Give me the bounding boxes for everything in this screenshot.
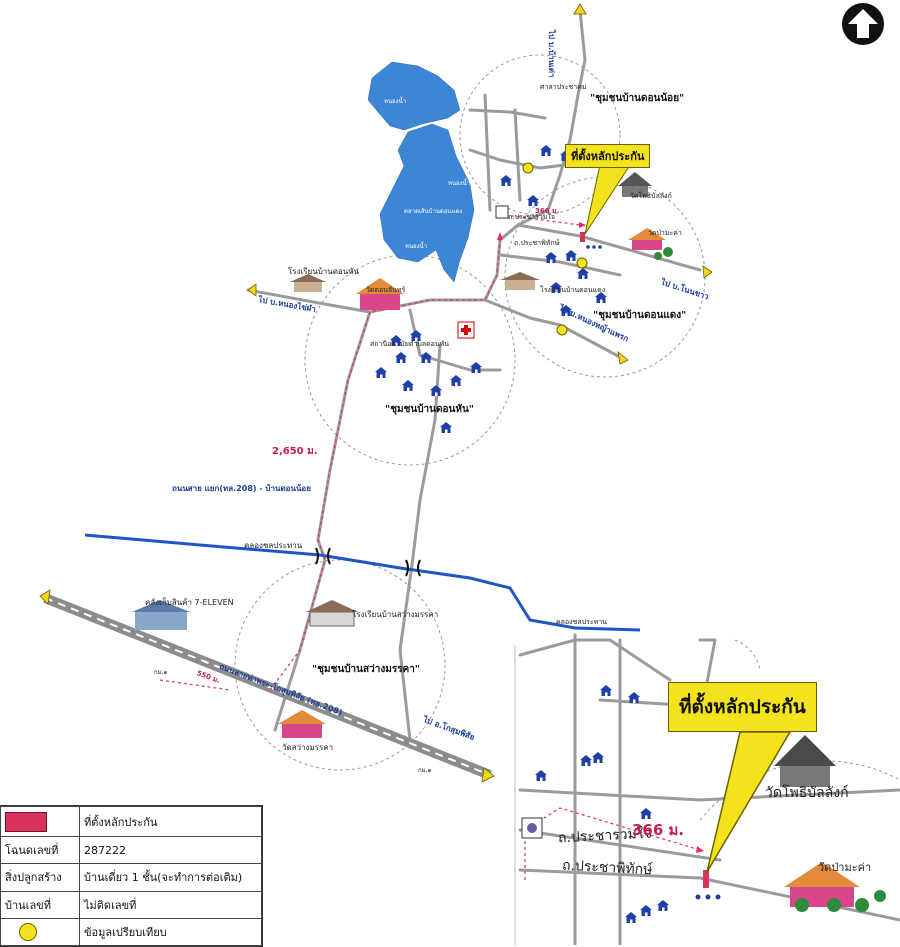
temple-icon	[278, 710, 326, 738]
collateral-callout-large: ที่ตั้งหลักประกัน	[668, 682, 817, 732]
label-wat-pho: วัดโพธิบัลลังก์	[630, 192, 672, 200]
legend-value-comparison: ข้อมูลเปรียบเทียบ	[79, 917, 262, 947]
tree-icons	[654, 247, 886, 912]
canal-label-2: คลองชลประทาน	[556, 618, 607, 626]
school-icon	[500, 272, 540, 290]
label-market: ตลาดเส้นบ้านดอนแดง	[404, 208, 463, 215]
community-don-han: "ชุมชนบ้านดอนหัน"	[385, 404, 474, 415]
comparison-markers	[522, 162, 588, 336]
legend-key-house-no: บ้านเลขที่	[0, 890, 80, 919]
label-wat-sawang: วัดสว่างมรรคา	[282, 743, 334, 752]
canal-label-1: คลองชลประทาน	[244, 541, 303, 550]
community-don-noi: "ชุมชนบ้านดอนน้อย"	[590, 93, 685, 104]
community-sawang-mak: "ชุมชนบ้านสว่างมรรคา"	[312, 664, 421, 675]
highway-208	[43, 593, 492, 780]
label-school-don-daeng: โรงเรียนบ้านดอนแดง	[540, 286, 606, 294]
legend-row-house-no: บ้านเลขที่ ไม่ติดเลขที่	[0, 890, 262, 919]
building-icons	[132, 172, 886, 912]
callout-pointer-large	[706, 731, 792, 873]
label-health-station: สถานีอนามัยตำบลดอนหัน	[370, 340, 450, 348]
legend-key-deed: โฉนดเลขที่	[0, 836, 80, 865]
dots	[586, 245, 721, 900]
roads	[246, 8, 900, 945]
label-school-sawang: โรงเรียนบ้านสว่างมรรคา	[352, 610, 439, 619]
legend-value-deed: 287222	[79, 836, 262, 865]
label-warehouse: คลังเก็บสินค้า 7-ELEVEN	[145, 598, 234, 607]
legend-row-collateral: ที่ตั้งหลักประกัน	[0, 805, 262, 838]
comparison-swatch	[19, 922, 37, 941]
label-km-right: กม.๑	[418, 767, 432, 774]
legend: ที่ตั้งหลักประกัน โฉนดเลขที่ 287222 สิ่ง…	[0, 805, 263, 947]
legend-row-comparison: ข้อมูลเปรียบเทียบ	[0, 917, 262, 947]
legend-value-building: บ้านเดี่ยว 1 ชั้น(จะทำการต่อเติม)	[79, 863, 262, 892]
bridges	[315, 547, 421, 577]
distance-366-small: 366 ม.	[535, 207, 560, 215]
collateral-marker	[580, 232, 709, 888]
community-don-daeng: "ชุมชนบ้านดอนแดง"	[593, 310, 687, 321]
warehouse-icon	[132, 600, 190, 630]
legend-key-building: สิ่งปลูกสร้าง	[0, 863, 80, 892]
road-prachaphithak-large: ถ.ประชาพิทักษ์	[561, 857, 653, 879]
road-to-ban-tao: ไป บ.บ้านเต่า	[547, 30, 556, 78]
label-pond-2: หนองน้ำ	[448, 180, 471, 187]
hall-icon	[495, 205, 543, 839]
label-sala: ศาลาประชาคม	[540, 83, 587, 91]
pond-water	[367, 61, 475, 283]
collateral-callout-small: ที่ตั้งหลักประกัน	[565, 144, 651, 168]
temple-icon	[618, 172, 652, 197]
collateral-swatch	[5, 811, 47, 832]
road-pracharom-small: ถ.ประชารวมใจ	[508, 213, 555, 221]
legend-row-deed: โฉนดเลขที่ 287222	[0, 836, 262, 865]
label-km-left: กม.๑	[154, 669, 168, 676]
temple-icon	[628, 228, 666, 250]
road-branch: ถนนสาย แยก(ทล.208) - บ้านดอนน้อย	[172, 484, 311, 493]
label-wat-pa-makha: วัดป่ามะค่า	[648, 229, 682, 237]
label-wat-don-chan: วัดดอนจันทร์	[366, 286, 406, 294]
legend-value-collateral: ที่ตั้งหลักประกัน	[79, 805, 262, 838]
temple-icon	[356, 278, 404, 310]
label-school-don-han: โรงเรียนบ้านดอนหัน	[288, 267, 359, 276]
distance-366-large: 366 ม.	[632, 821, 685, 839]
irrigation-canal	[84, 533, 641, 632]
road-prachaphithak-small: ถ.ประชาพิทักษ์	[514, 239, 560, 247]
distance-2650: 2,650 ม.	[272, 446, 318, 457]
route-lines	[159, 214, 701, 880]
north-arrow-icon	[842, 3, 884, 45]
temple-icon	[774, 735, 836, 787]
direction-arrows	[39, 3, 713, 783]
callout-pointer-small	[584, 164, 631, 235]
house-icons	[375, 145, 669, 923]
label-wat-pa-makha-large: วัดป่ามะค่า	[818, 861, 872, 874]
school-icon	[306, 600, 358, 627]
label-pond-1: หนองน้ำ	[384, 98, 407, 105]
school-icon	[290, 274, 326, 292]
legend-row-building: สิ่งปลูกสร้าง บ้านเดี่ยว 1 ชั้น(จะทำการต…	[0, 863, 262, 892]
legend-value-house-no: ไม่ติดเลขที่	[79, 890, 262, 919]
label-wat-pho-large: วัดโพธิบัลลังก์	[765, 785, 849, 801]
label-pond-3: หนองน้ำ	[405, 243, 428, 250]
red-cross-icon	[457, 321, 475, 339]
